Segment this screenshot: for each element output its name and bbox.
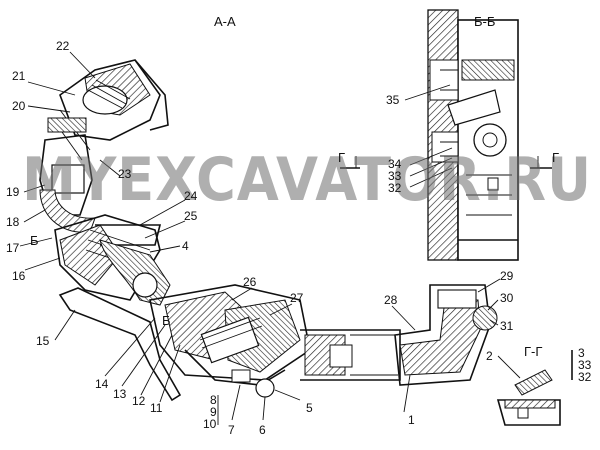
callout-11: 11 (150, 401, 163, 415)
callout-31: 31 (500, 319, 514, 333)
callout-gg-32: 32 (578, 370, 592, 384)
callout-21: 21 (12, 69, 26, 83)
elbow-lower-right (394, 284, 498, 386)
lower-sleeve (149, 284, 311, 398)
callout-29: 29 (500, 269, 514, 283)
cut-mark-g-left: Г (338, 150, 345, 165)
upper-fitting (47, 59, 169, 161)
section-title-bb: Б-Б (474, 14, 495, 29)
callout-27: 27 (290, 291, 304, 305)
callout-28: 28 (384, 293, 398, 307)
callout-1: 1 (408, 413, 415, 427)
callout-20: 20 (12, 99, 26, 113)
section-aa-assembly (39, 59, 498, 402)
callout-2: 2 (486, 349, 493, 363)
section-title-gg: Г-Г (524, 344, 542, 359)
bracket-15 (58, 287, 182, 402)
cut-mark-b-right: Б (162, 313, 171, 328)
section-bb-view (427, 9, 519, 261)
callout-35: 35 (386, 93, 400, 107)
callout-34: 34 (388, 157, 402, 171)
middle-fitting (54, 214, 171, 306)
callout-10: 10 (203, 417, 217, 431)
callout-labels: 22 21 20 19 23 18 17 16 24 25 4 15 14 13… (6, 39, 592, 437)
callout-5: 5 (306, 401, 313, 415)
callout-6: 6 (259, 423, 266, 437)
callout-gg-33: 33 (578, 358, 592, 372)
callout-8: 8 (210, 393, 217, 407)
callout-17: 17 (6, 241, 20, 255)
callout-9: 9 (210, 405, 217, 419)
callout-18: 18 (6, 215, 20, 229)
callout-13: 13 (113, 387, 127, 401)
cut-marks-g (340, 156, 552, 169)
callout-19: 19 (6, 185, 20, 199)
pipe-run (300, 329, 401, 381)
callout-23: 23 (118, 167, 132, 181)
section-title-aa: А-А (214, 14, 236, 29)
callout-32: 32 (388, 181, 402, 195)
leader-lines (19, 51, 521, 425)
callout-7: 7 (228, 423, 235, 437)
callout-14: 14 (95, 377, 109, 391)
callout-33: 33 (388, 169, 402, 183)
callout-24: 24 (184, 189, 198, 203)
callout-4: 4 (182, 239, 189, 253)
callout-12: 12 (132, 394, 146, 408)
callout-26: 26 (243, 275, 257, 289)
callout-22: 22 (56, 39, 70, 53)
cut-mark-g-right: Г (552, 150, 559, 165)
callout-gg-3: 3 (578, 346, 585, 360)
section-gg-detail (496, 350, 573, 426)
callout-25: 25 (184, 209, 198, 223)
callout-15: 15 (36, 334, 50, 348)
callout-16: 16 (12, 269, 26, 283)
callout-30: 30 (500, 291, 514, 305)
watermark-text: MYEXCAVATOR.RU (22, 145, 592, 215)
cut-mark-b-left: Б (30, 233, 39, 248)
